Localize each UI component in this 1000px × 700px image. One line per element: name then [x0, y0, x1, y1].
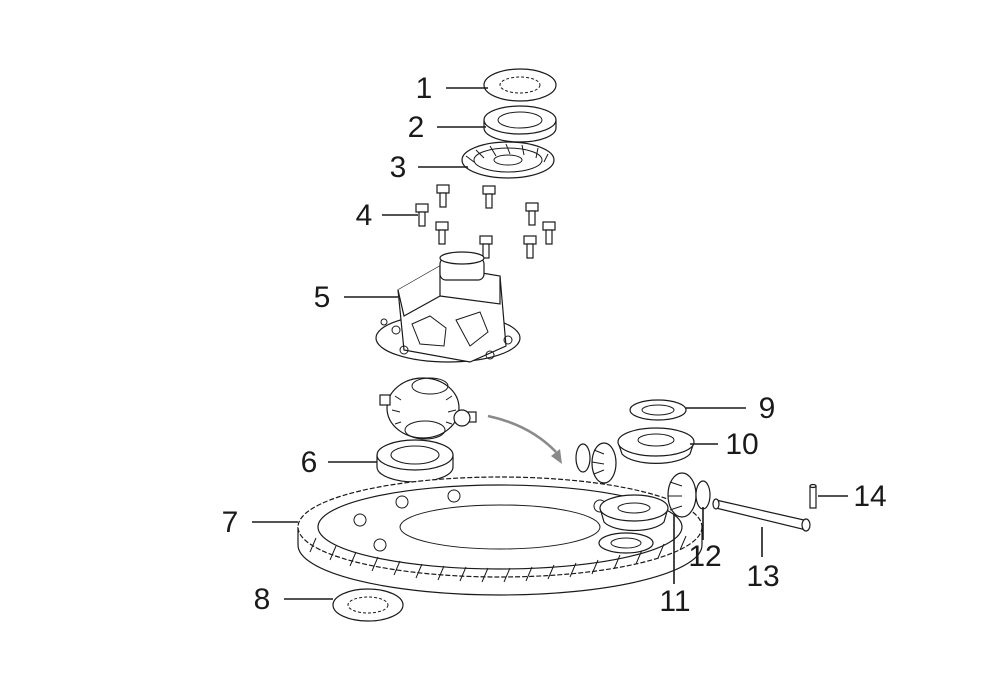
part-12-pinion-washer[interactable] [695, 480, 711, 510]
leader-lines [252, 87, 848, 600]
callout-1: 1 [416, 72, 433, 105]
callout-numbers: 1 2 3 4 5 6 7 8 9 10 11 12 13 14 [222, 72, 887, 618]
part-13-pinion-shaft[interactable] [712, 498, 811, 532]
bolt [482, 185, 496, 209]
bolt [435, 221, 449, 245]
thrust-washer-lower [598, 532, 654, 554]
part-10-side-gear[interactable] [617, 427, 695, 464]
callout-5: 5 [314, 281, 331, 314]
callout-9: 9 [759, 392, 776, 425]
callout-7: 7 [222, 506, 239, 539]
part-2-bearing[interactable] [483, 105, 557, 143]
callout-6: 6 [301, 446, 318, 479]
side-gear-lower [599, 494, 669, 532]
bolt [479, 235, 493, 259]
pinion-gear-left [591, 442, 617, 484]
part-14-lock-pin[interactable] [809, 483, 817, 509]
part-5-differential-case[interactable] [375, 251, 521, 363]
part-11-pinion-gear[interactable] [667, 472, 697, 518]
assembled-gear-set[interactable] [379, 377, 477, 440]
bolt [542, 221, 556, 245]
part-3-drive-gear[interactable] [461, 141, 555, 179]
bolt [523, 235, 537, 259]
callout-4: 4 [356, 199, 373, 232]
part-4-bolts[interactable] [415, 184, 556, 259]
callout-3: 3 [390, 151, 407, 184]
callout-13: 13 [746, 560, 779, 593]
exploded-view-arrow [487, 414, 562, 464]
part-9-thrust-washer[interactable] [629, 399, 687, 421]
callout-12: 12 [688, 540, 721, 573]
callout-11: 11 [659, 585, 690, 618]
part-1-spline-washer[interactable] [483, 68, 557, 102]
callout-8: 8 [254, 583, 271, 616]
bolt [436, 184, 450, 208]
part-6-bearing[interactable] [376, 439, 454, 483]
callout-10: 10 [725, 428, 758, 461]
callout-14: 14 [853, 480, 886, 513]
bolt [525, 202, 539, 226]
pinion-washer-left [575, 443, 591, 473]
callout-2: 2 [408, 111, 425, 144]
part-8-spline-washer[interactable] [332, 588, 404, 622]
bolt [415, 203, 429, 227]
